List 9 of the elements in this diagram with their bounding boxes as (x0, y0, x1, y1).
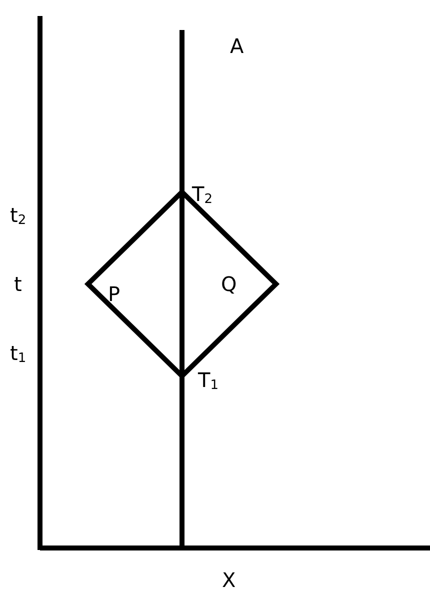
event-label: T$_{1}$ (198, 370, 218, 392)
region-label: P (108, 284, 120, 304)
time-tick-label: t$_{2}$ (10, 205, 26, 227)
point-label: A (230, 36, 244, 56)
time-tick-label: t$_{1}$ (10, 343, 26, 365)
axis-label: X (222, 570, 236, 590)
region-label: Q (221, 274, 237, 294)
time-tick-label: t (14, 274, 22, 294)
event-label: T$_{2}$ (192, 184, 212, 206)
